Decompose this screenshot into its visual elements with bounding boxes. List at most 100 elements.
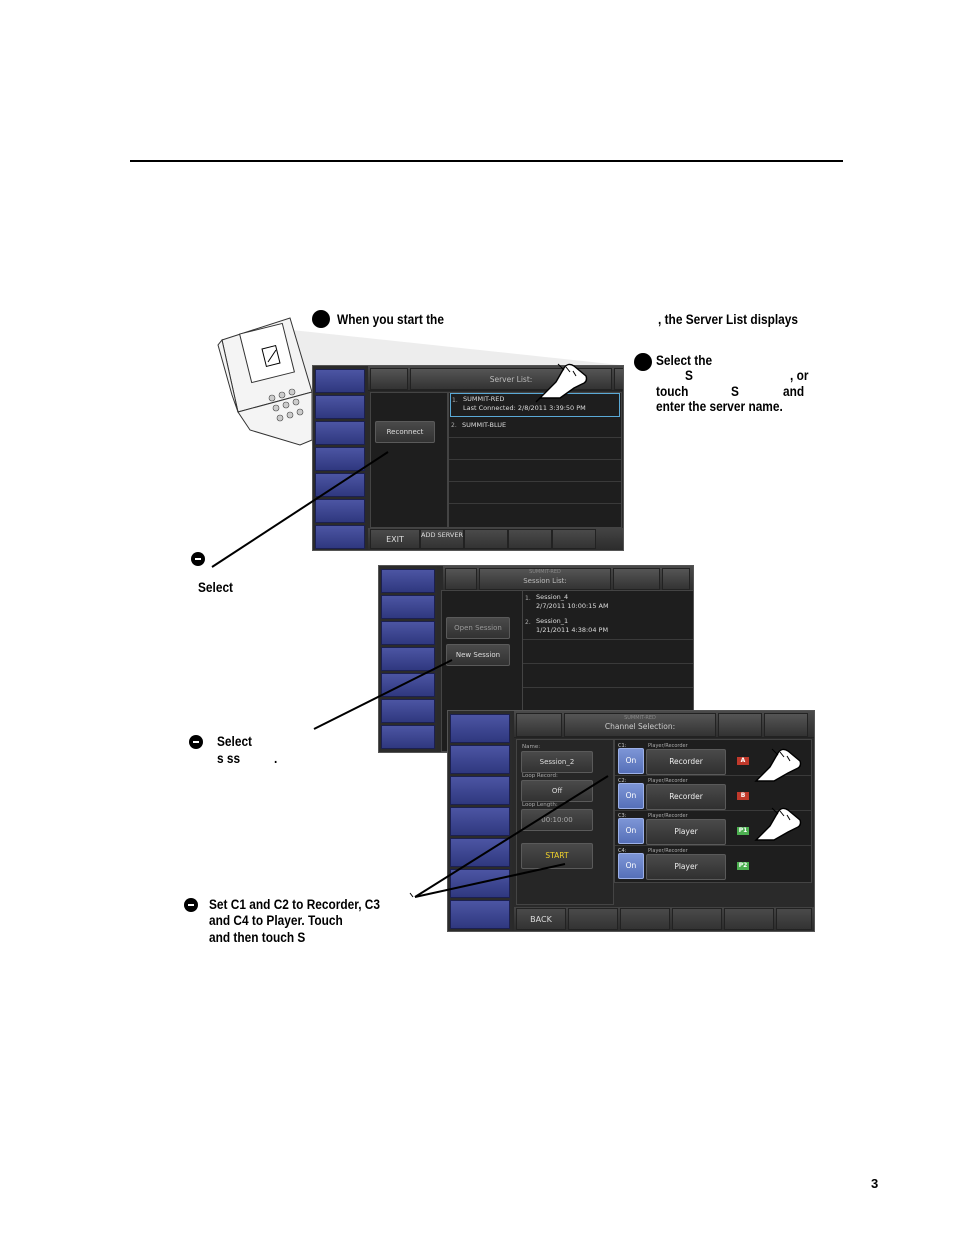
session-list-screen: SUMMIT-RED Session List: Open Session Ne… [378, 565, 694, 753]
top-tab[interactable] [516, 713, 562, 737]
sidebar-button[interactable] [315, 473, 365, 497]
step-4-bullet [189, 735, 203, 749]
channel-role-button[interactable]: Player [646, 854, 726, 880]
back-button[interactable]: BACK [516, 908, 566, 930]
bottom-tab[interactable] [464, 529, 508, 549]
channel-on-toggle[interactable]: On [618, 783, 644, 809]
loop-length-label: Loop Length: [522, 802, 558, 808]
server-row-selected[interactable]: 1. SUMMIT-RED Last Connected: 2/8/2011 3… [450, 393, 620, 417]
sidebar-button[interactable] [450, 807, 510, 836]
channel-role-button[interactable]: Recorder [646, 749, 726, 775]
channel-role-button[interactable]: Recorder [646, 784, 726, 810]
step-5-line-3: and then touch S [209, 930, 306, 945]
sidebar-button[interactable] [315, 421, 365, 445]
top-tab[interactable] [370, 368, 408, 390]
channel-badge: P2 [737, 862, 749, 870]
new-session-button[interactable]: New Session [446, 644, 510, 666]
open-session-button[interactable]: Open Session [446, 617, 510, 639]
step-2-bullet [634, 353, 652, 371]
session-settings-panel: Name: Session_2 Loop Record: Off Loop Le… [516, 739, 614, 905]
channel-sidebar [448, 711, 512, 931]
channel-on-toggle[interactable]: On [618, 853, 644, 879]
name-label: Name: [522, 744, 541, 750]
top-tab[interactable] [718, 713, 762, 737]
server-row[interactable]: 2. SUMMIT-BLUE [450, 419, 618, 435]
sidebar-button[interactable] [381, 621, 435, 645]
session-name: Session_4 [536, 593, 569, 601]
step-1-bullet [312, 310, 330, 328]
session-sidebar [379, 566, 437, 752]
session-row[interactable]: 1. Session_4 2/7/2011 10:00:15 AM [524, 593, 684, 615]
channel-role-header: Player/Recorder [648, 743, 688, 749]
sidebar-button[interactable] [450, 776, 510, 805]
bottom-tab[interactable] [776, 908, 812, 930]
top-tab[interactable] [662, 568, 690, 590]
bottom-tab[interactable] [508, 529, 552, 549]
channel-on-toggle[interactable]: On [618, 818, 644, 844]
pointing-hand-icon [754, 807, 802, 841]
channel-id: C1: [618, 743, 627, 749]
row-divider [615, 845, 811, 846]
channel-id: C2: [618, 778, 627, 784]
sidebar-button[interactable] [315, 395, 365, 419]
server-name: SUMMIT-RED [463, 395, 505, 403]
row-divider [449, 459, 621, 460]
server-index: 1. [452, 397, 458, 404]
top-tab[interactable] [445, 568, 477, 590]
bottom-tab[interactable] [620, 908, 670, 930]
server-bottombar: EXIT ADD SERVER [368, 528, 623, 550]
start-button[interactable]: START [521, 843, 593, 869]
session-subtitle: SUMMIT-RED [529, 569, 561, 575]
reconnect-button[interactable]: Reconnect [375, 421, 435, 443]
step-2-word-s2: S [731, 384, 739, 399]
server-index: 2. [451, 422, 457, 429]
pointing-hand-icon [754, 748, 802, 782]
sidebar-button[interactable] [381, 725, 435, 749]
row-divider [615, 810, 811, 811]
channel-role-button[interactable]: Player [646, 819, 726, 845]
channel-role-header: Player/Recorder [648, 813, 688, 819]
add-server-button[interactable]: ADD SERVER [420, 529, 464, 549]
session-title: Session List: [523, 577, 567, 585]
top-tab[interactable] [764, 713, 808, 737]
step-5-line-1: Set C1 and C2 to Recorder, C3 [209, 897, 380, 912]
sidebar-button[interactable] [450, 714, 510, 743]
sidebar-button[interactable] [381, 699, 435, 723]
exit-button[interactable]: EXIT [370, 529, 420, 549]
server-list: 1. SUMMIT-RED Last Connected: 2/8/2011 3… [448, 392, 622, 528]
step-4-text: Select [217, 734, 253, 749]
top-tab[interactable] [613, 568, 660, 590]
channel-badge: P1 [737, 827, 749, 835]
session-name: Session_1 [536, 617, 569, 625]
sidebar-button[interactable] [381, 673, 435, 697]
bottom-tab[interactable] [568, 908, 618, 930]
channel-row: C1: On Player/Recorder Recorder A [615, 740, 811, 775]
session-name-field[interactable]: Session_2 [521, 751, 593, 773]
session-index: 1. [525, 595, 531, 602]
step-4-text-2: s ss [217, 751, 241, 766]
channel-bottombar: BACK [514, 907, 814, 931]
server-detail: Last Connected: 2/8/2011 3:39:50 PM [463, 404, 586, 412]
sidebar-button[interactable] [315, 369, 365, 393]
session-row[interactable]: 2. Session_1 1/21/2011 4:38:04 PM [524, 617, 684, 639]
session-topbar: SUMMIT-RED Session List: [443, 566, 693, 591]
channel-title-text: Channel Selection: [604, 722, 676, 731]
sidebar-button[interactable] [381, 569, 435, 593]
sidebar-button[interactable] [381, 595, 435, 619]
step-4-text-3: . [274, 751, 278, 766]
bottom-tab[interactable] [552, 529, 596, 549]
loop-length-field[interactable]: 00:10:00 [521, 809, 593, 831]
server-name: SUMMIT-BLUE [462, 421, 507, 429]
sidebar-button[interactable] [315, 525, 365, 549]
sidebar-button[interactable] [381, 647, 435, 671]
row-divider [523, 639, 693, 640]
top-tab[interactable] [614, 368, 623, 390]
bottom-tab[interactable] [672, 908, 722, 930]
sidebar-button[interactable] [450, 900, 510, 929]
channel-row: C4: On Player/Recorder Player P2 [615, 845, 811, 880]
bottom-tab[interactable] [724, 908, 774, 930]
sidebar-button[interactable] [450, 745, 510, 774]
channel-on-toggle[interactable]: On [618, 748, 644, 774]
sidebar-button[interactable] [315, 499, 365, 523]
sidebar-button[interactable] [315, 447, 365, 471]
